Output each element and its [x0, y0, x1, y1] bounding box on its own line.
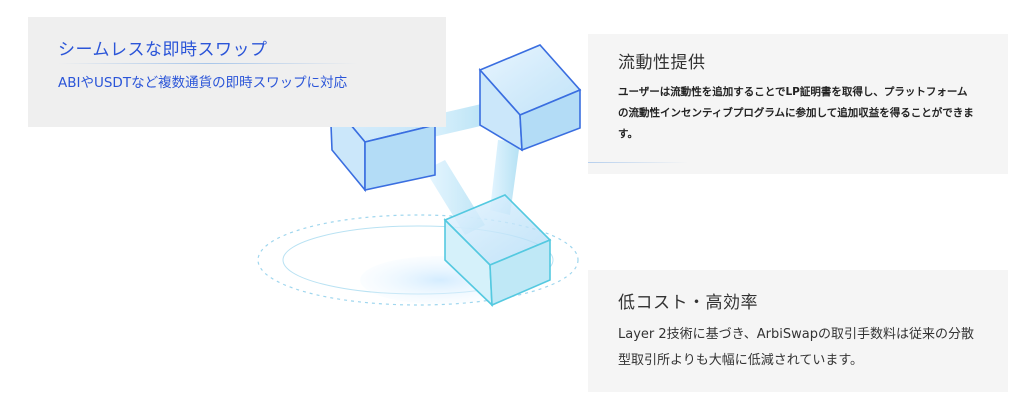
feature-card-low-cost: 低コスト・高効率 Layer 2技術に基づき、ArbiSwapの取引手数料は従来…	[588, 270, 1008, 392]
cube-bottom	[443, 194, 552, 307]
divider-line	[588, 162, 688, 163]
connector-bar-right	[490, 140, 520, 215]
base-ring-outer	[257, 214, 579, 306]
feature-card-liquidity: 流動性提供 ユーザーは流動性を追加することでLP証明書を取得し、プラットフォーム…	[588, 34, 1008, 174]
feature-description: Layer 2技術に基づき、ArbiSwapの取引手数料は従来の分散型取引所より…	[618, 327, 974, 368]
feature-title: 流動性提供	[618, 53, 706, 73]
divider-line	[58, 63, 358, 64]
feature-title: 低コスト・高効率	[618, 293, 758, 313]
feature-title: シームレスな即時スワップ	[58, 40, 268, 60]
cube-right	[478, 44, 582, 152]
feature-description: ユーザーは流動性を追加することでLP証明書を取得し、プラットフォームの流動性イン…	[618, 86, 974, 140]
feature-description: ABIやUSDTなど複数通貨の即時スワップに対応	[58, 75, 348, 91]
feature-card-instant-swap: シームレスな即時スワップ ABIやUSDTなど複数通貨の即時スワップに対応	[28, 17, 446, 127]
